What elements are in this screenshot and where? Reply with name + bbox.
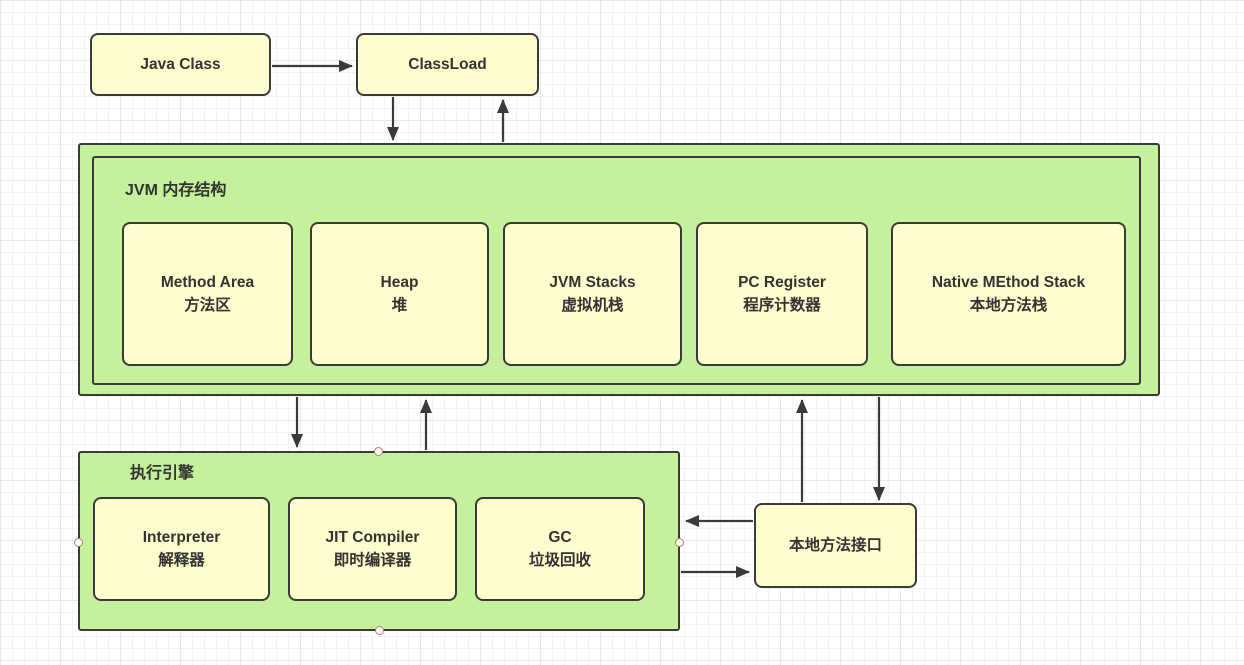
node-pc-register-label-en: PC Register	[738, 273, 826, 291]
node-heap-label-en: Heap	[380, 273, 419, 291]
node-method-area-label-en: Method Area	[160, 273, 255, 291]
node-jit-compiler-label-en: JIT Compiler	[325, 528, 420, 546]
node-pc-register-label-zh: 程序计数器	[743, 297, 821, 314]
node-gc-label-zh: 垃圾回收	[528, 552, 591, 569]
node-method-area[interactable]: Method Area 方法区	[122, 222, 293, 366]
container-execution-engine-title: 执行引擎	[130, 465, 195, 482]
node-interpreter[interactable]: Interpreter 解释器	[93, 497, 270, 601]
selection-handle-right[interactable]	[675, 538, 684, 547]
selection-handle-left[interactable]	[74, 538, 83, 547]
container-jvm-memory-title: JVM 内存结构	[125, 182, 227, 199]
node-native-method-stack-label-zh: 本地方法栈	[969, 297, 1048, 314]
selection-handle-bottom[interactable]	[375, 626, 384, 635]
node-native-method-interface[interactable]: 本地方法接口	[754, 503, 917, 588]
node-native-method-interface-label: 本地方法接口	[788, 536, 882, 554]
node-gc[interactable]: GC 垃圾回收	[475, 497, 645, 601]
node-jvm-stacks-label-en: JVM Stacks	[549, 273, 636, 291]
node-pc-register[interactable]: PC Register 程序计数器	[696, 222, 868, 366]
node-native-method-stack[interactable]: Native MEthod Stack 本地方法栈	[891, 222, 1126, 366]
node-classload[interactable]: ClassLoad	[356, 33, 539, 96]
node-classload-label: ClassLoad	[408, 55, 487, 73]
node-gc-label-en: GC	[548, 528, 572, 546]
node-heap-label-zh: 堆	[391, 297, 408, 314]
node-native-method-stack-label-en: Native MEthod Stack	[931, 273, 1086, 291]
node-jit-compiler-label-zh: 即时编译器	[333, 552, 412, 569]
selection-handle-top[interactable]	[374, 447, 383, 456]
node-java-class-label: Java Class	[140, 55, 221, 73]
node-jvm-stacks[interactable]: JVM Stacks 虚拟机栈	[503, 222, 682, 366]
node-interpreter-label-zh: 解释器	[158, 552, 205, 569]
node-java-class[interactable]: Java Class	[90, 33, 271, 96]
node-jvm-stacks-label-zh: 虚拟机栈	[561, 297, 624, 314]
node-method-area-label-zh: 方法区	[184, 297, 231, 314]
node-heap[interactable]: Heap 堆	[310, 222, 489, 366]
node-jit-compiler[interactable]: JIT Compiler 即时编译器	[288, 497, 457, 601]
node-interpreter-label-en: Interpreter	[142, 528, 221, 546]
